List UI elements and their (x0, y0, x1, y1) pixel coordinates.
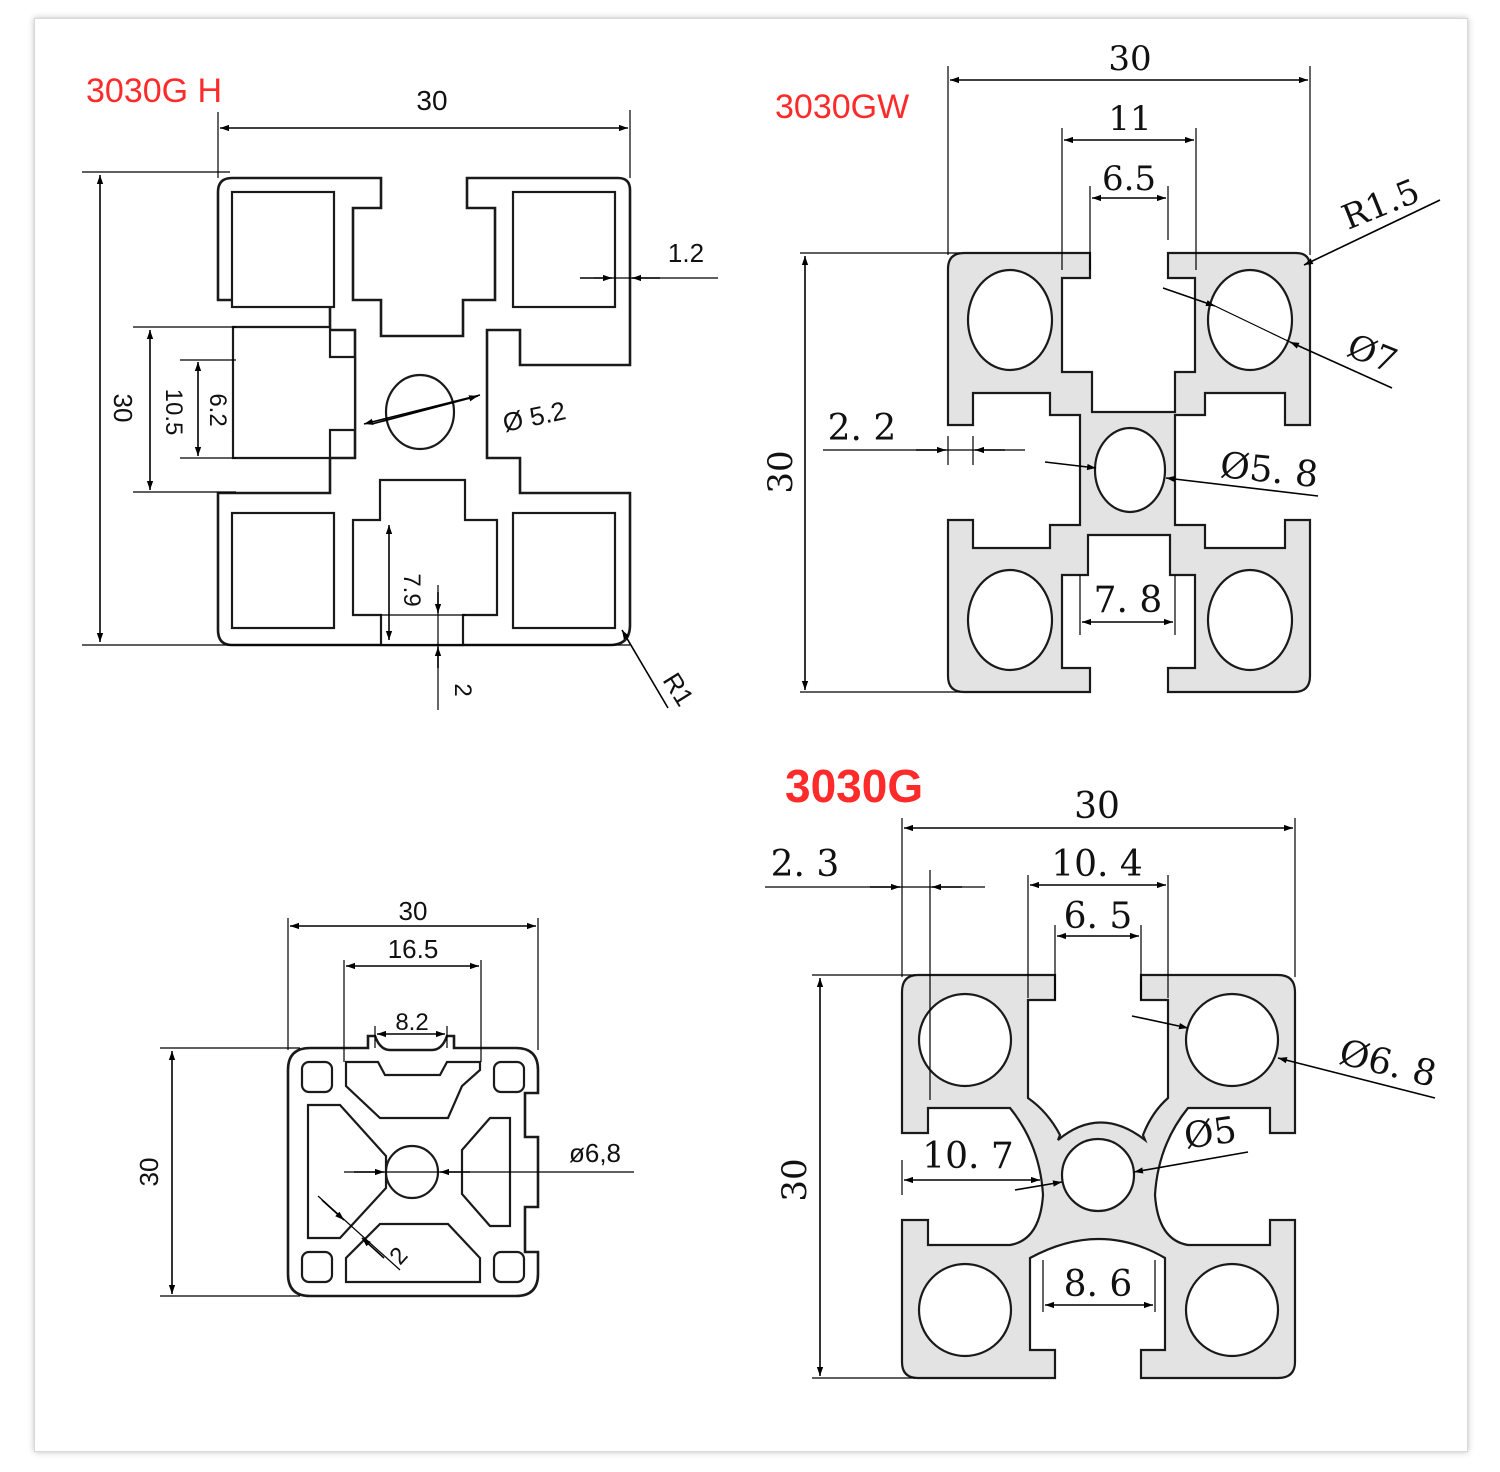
dim-3030gw-slot-outer: 11 (1108, 99, 1151, 139)
profile-3030g-outline (900, 973, 1297, 1380)
dim-3030g-slot-outer: 10. 4 (1051, 844, 1143, 885)
dim-3030gh-radius: R1 (657, 667, 700, 711)
profile-3030gh: 3030G H 30 30 1.2 Ø 5.2 10.5 (82, 72, 718, 711)
dim-bl-width: 30 (399, 896, 428, 926)
title-3030g: 3030G (785, 760, 923, 812)
dim-3030g-center-hole: Ø5 (1182, 1110, 1240, 1158)
dim-3030gh-slot-outer: 10.5 (160, 389, 187, 436)
profile-3030g: 3030G 30 2. 3 10. 4 6. 5 Ø6. 8 Ø (765, 760, 1440, 1380)
profile-bottom-left: 30 16.5 8.2 30 ø6,8 2 (134, 896, 634, 1298)
dim-bl-center-hole: ø6,8 (569, 1138, 621, 1168)
dim-3030g-height: 30 (775, 1158, 815, 1201)
dim-3030gh-slot-inner: 6.2 (204, 393, 231, 426)
title-3030gw: 3030GW (775, 88, 909, 126)
dim-bl-slot-outer: 16.5 (388, 934, 439, 964)
dim-3030g-web-span: 10. 7 (922, 1136, 1014, 1177)
dim-3030gw-lip: 2. 2 (828, 408, 897, 449)
dim-bl-height: 30 (134, 1158, 164, 1187)
dim-3030gw-height: 30 (761, 450, 801, 493)
dim-3030gw-bottom-slot: 7. 8 (1094, 580, 1163, 621)
dim-3030g-width: 30 (1074, 786, 1120, 827)
dim-3030g-lip: 2. 3 (771, 844, 840, 885)
profile-3030gw-outline (946, 251, 1312, 694)
dim-3030gh-slot-depth: 7.9 (398, 573, 425, 606)
dim-3030gh-width: 30 (416, 85, 447, 116)
dim-3030gh-hole: Ø 5.2 (500, 395, 568, 438)
dim-3030g-slot-open: 6. 5 (1064, 896, 1133, 937)
profile-bottom-left-outline (286, 1034, 540, 1298)
dim-3030gh-height: 30 (108, 394, 138, 423)
dim-3030g-bottom-slot: 8. 6 (1064, 1264, 1133, 1305)
dim-3030gh-slot-lip: 2 (449, 683, 476, 696)
dim-3030gw-center-hole: Ø5. 8 (1218, 445, 1320, 496)
dim-3030gw-slot-open: 6.5 (1102, 159, 1156, 199)
dim-3030gh-wall: 1.2 (668, 238, 704, 268)
dim-3030gw-corner-hole: Ø7 (1342, 326, 1403, 382)
dim-bl-slot-open: 8.2 (395, 1009, 428, 1036)
dim-3030gw-width: 30 (1108, 39, 1151, 79)
profile-3030gw: 3030GW 30 11 6.5 R1.5 Ø7 2. (761, 39, 1441, 694)
title-3030gh: 3030G H (86, 72, 222, 110)
profile-3030gh-outline (216, 176, 632, 647)
